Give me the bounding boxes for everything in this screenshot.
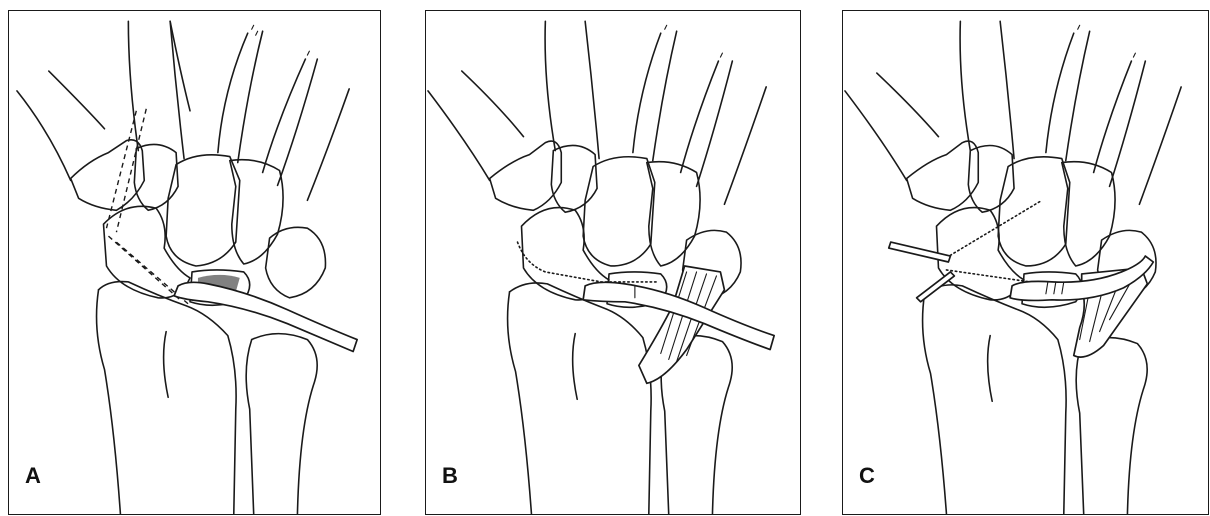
wrist-illustration-b bbox=[426, 11, 800, 514]
panel-a: A bbox=[8, 10, 381, 515]
k-wire-2 bbox=[917, 272, 955, 302]
panel-label: C bbox=[859, 463, 875, 489]
wrist-illustration-c bbox=[843, 11, 1208, 514]
panel-b: B bbox=[425, 10, 801, 515]
panel-label: A bbox=[25, 463, 41, 489]
wrist-illustration-a bbox=[9, 11, 380, 514]
panel-label: B bbox=[442, 463, 458, 489]
tendon-graft bbox=[174, 282, 357, 351]
panel-c: C bbox=[842, 10, 1209, 515]
drill-path bbox=[106, 109, 146, 232]
carpal-bones bbox=[71, 140, 326, 306]
metacarpals bbox=[17, 21, 349, 200]
k-wire bbox=[889, 242, 951, 262]
